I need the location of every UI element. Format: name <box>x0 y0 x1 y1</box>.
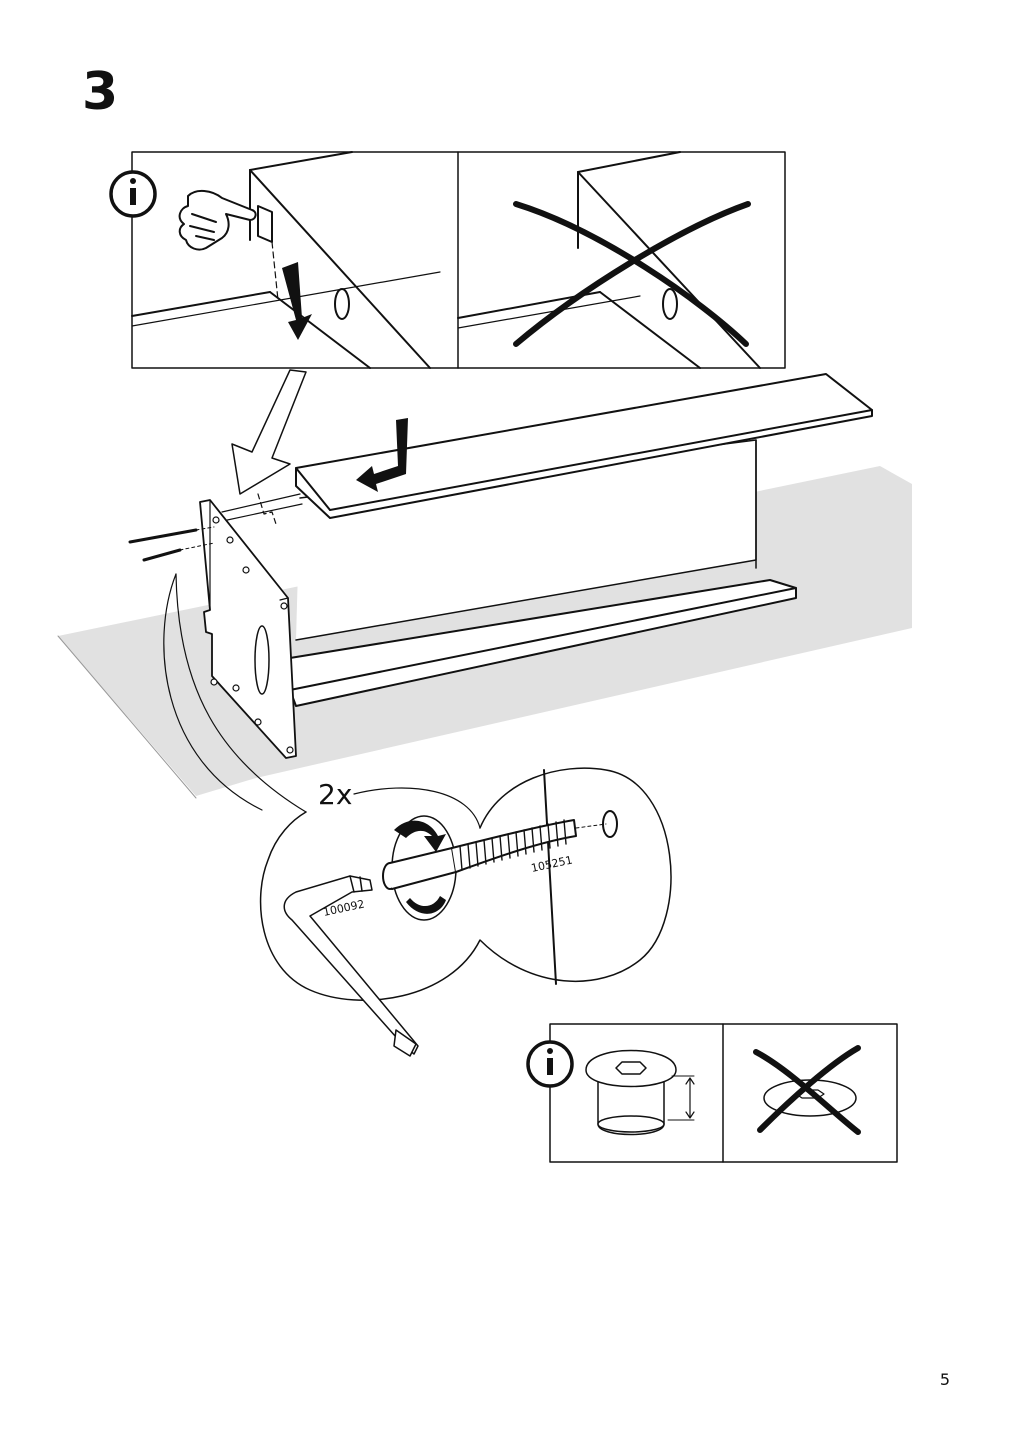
arrow-icon <box>282 262 312 340</box>
arrow-icon <box>356 418 408 492</box>
allen-key-icon <box>283 875 419 1057</box>
screw-icon <box>128 526 215 562</box>
hand-icon <box>178 190 257 251</box>
top-info-panel <box>109 151 786 369</box>
side-panel <box>199 499 297 759</box>
cross-icon <box>513 201 751 347</box>
arrow-icon <box>231 369 307 495</box>
detail-callout <box>163 573 672 1057</box>
info-icon <box>109 170 157 218</box>
cross-icon <box>753 1045 861 1135</box>
step-number: 3 <box>82 62 119 122</box>
connector-bolt <box>585 1049 677 1136</box>
rotation-arrow-icon <box>394 820 446 914</box>
page-number: 5 <box>939 1370 950 1389</box>
quantity-label: 2x <box>318 778 352 811</box>
screw-icon <box>382 810 618 890</box>
bottom-info-panel <box>526 1023 898 1163</box>
info-icon <box>526 1040 574 1088</box>
